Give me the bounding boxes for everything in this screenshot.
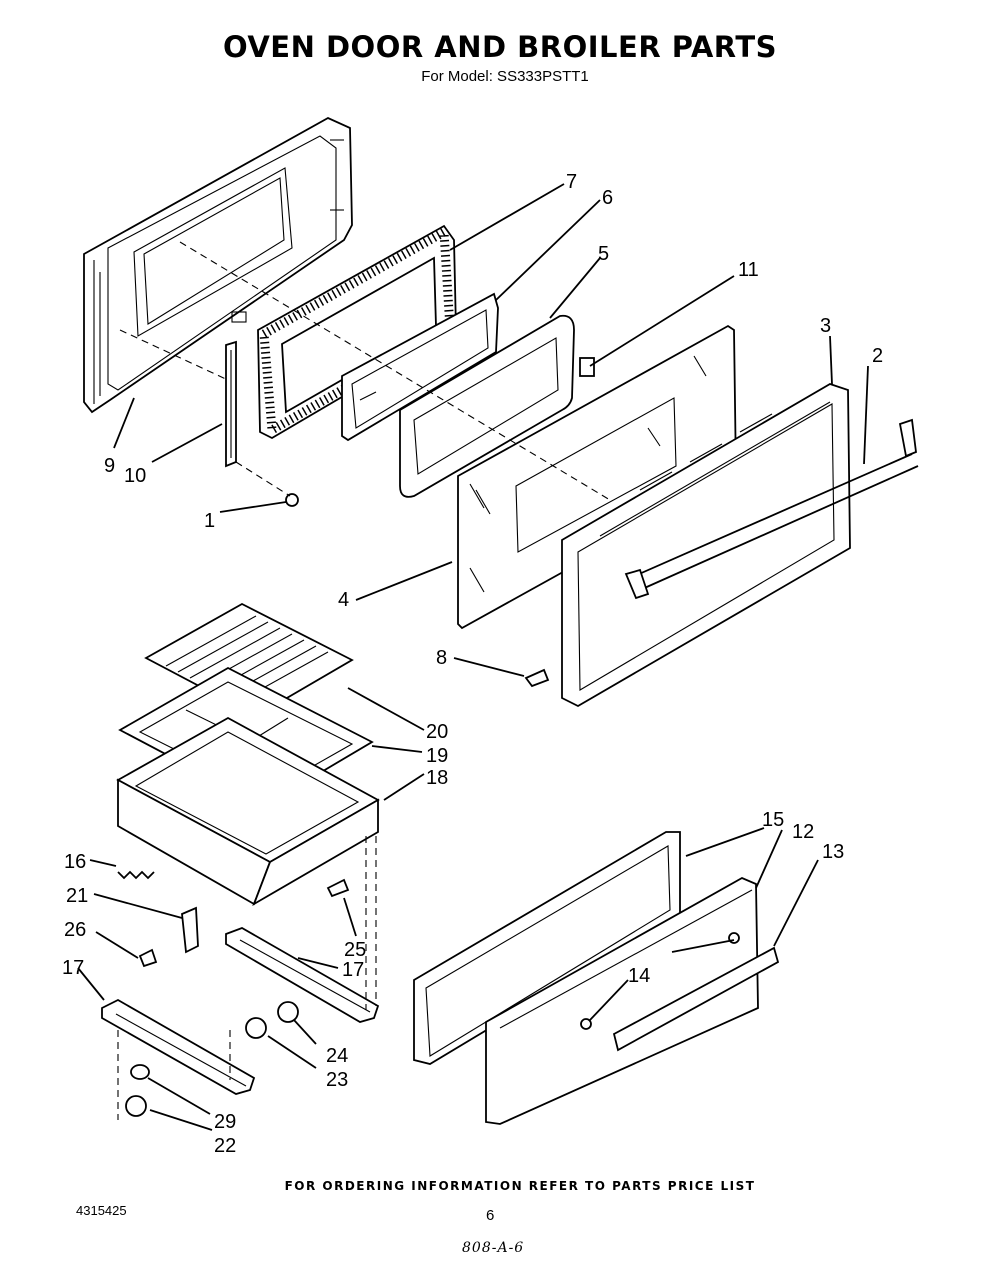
callout-11: 11 bbox=[738, 259, 759, 281]
callout-4: 4 bbox=[338, 589, 349, 611]
page-number: 6 bbox=[486, 1207, 495, 1224]
bearing-29 bbox=[130, 1064, 150, 1080]
roller-wheel-24 bbox=[277, 1001, 299, 1023]
broiler-pan bbox=[116, 716, 380, 907]
burner-spring bbox=[117, 870, 155, 880]
inner-door-panel bbox=[83, 116, 353, 414]
callout-23: 23 bbox=[326, 1069, 348, 1091]
callout-1: 1 bbox=[204, 510, 215, 532]
callout-29: 29 bbox=[214, 1111, 236, 1133]
assembly-lines-upper bbox=[119, 241, 611, 501]
door-clip bbox=[579, 357, 595, 377]
door-handle bbox=[624, 418, 919, 600]
callout-labels: 1 2 3 4 5 6 7 8 9 10 11 12 13 14 15 16 1… bbox=[62, 171, 883, 1157]
callout-20: 20 bbox=[426, 721, 448, 743]
hinge-clip bbox=[524, 668, 550, 688]
model-subtitle: For Model: SS333PSTT1 bbox=[421, 68, 589, 85]
callout-14: 14 bbox=[628, 965, 650, 987]
document-number: 4315425 bbox=[76, 1203, 127, 1218]
callout-3: 3 bbox=[820, 315, 831, 337]
window-gasket bbox=[399, 314, 575, 498]
callout-18: 18 bbox=[426, 767, 448, 789]
callout-24: 24 bbox=[326, 1045, 348, 1067]
assembly-lines-lower bbox=[117, 836, 377, 1120]
callout-13: 13 bbox=[822, 841, 844, 863]
callout-22: 22 bbox=[214, 1135, 236, 1157]
callout-17-upper: 17 bbox=[342, 959, 364, 981]
ordering-note: FOR ORDERING INFORMATION REFER TO PARTS … bbox=[284, 1179, 756, 1193]
callout-26: 26 bbox=[64, 919, 86, 941]
screw-part bbox=[285, 493, 299, 507]
roller-wheel-23 bbox=[245, 1017, 267, 1039]
callout-25: 25 bbox=[344, 939, 366, 961]
page-title: OVEN DOOR AND BROILER PARTS bbox=[222, 30, 777, 64]
broiler-door-outer bbox=[485, 876, 759, 1125]
reference-code: 808-A-6 bbox=[462, 1240, 525, 1256]
broiler-door-handle bbox=[612, 946, 780, 1052]
callout-6: 6 bbox=[602, 187, 613, 209]
slide-rail-upper bbox=[225, 927, 380, 1023]
broiler-clip bbox=[181, 906, 199, 954]
callout-15: 15 bbox=[762, 809, 784, 831]
callout-2: 2 bbox=[872, 345, 883, 367]
pan-pin bbox=[326, 878, 350, 898]
callout-17-lower: 17 bbox=[62, 957, 84, 979]
callout-12: 12 bbox=[792, 821, 814, 843]
callout-5: 5 bbox=[598, 243, 609, 265]
callout-10: 10 bbox=[124, 465, 146, 487]
roller-wheel-22 bbox=[125, 1095, 147, 1117]
leader-lines bbox=[77, 183, 869, 1131]
callout-9: 9 bbox=[104, 455, 115, 477]
window-glass-frame bbox=[341, 292, 499, 442]
broiler-door-screws bbox=[580, 932, 740, 1030]
callout-19: 19 bbox=[426, 745, 448, 767]
callout-21: 21 bbox=[66, 885, 88, 907]
broiler-screw bbox=[138, 948, 158, 968]
callout-16: 16 bbox=[64, 851, 86, 873]
door-channel bbox=[225, 340, 237, 468]
slide-rail-lower bbox=[101, 998, 256, 1095]
callout-8: 8 bbox=[436, 647, 447, 669]
callout-7: 7 bbox=[566, 171, 577, 193]
